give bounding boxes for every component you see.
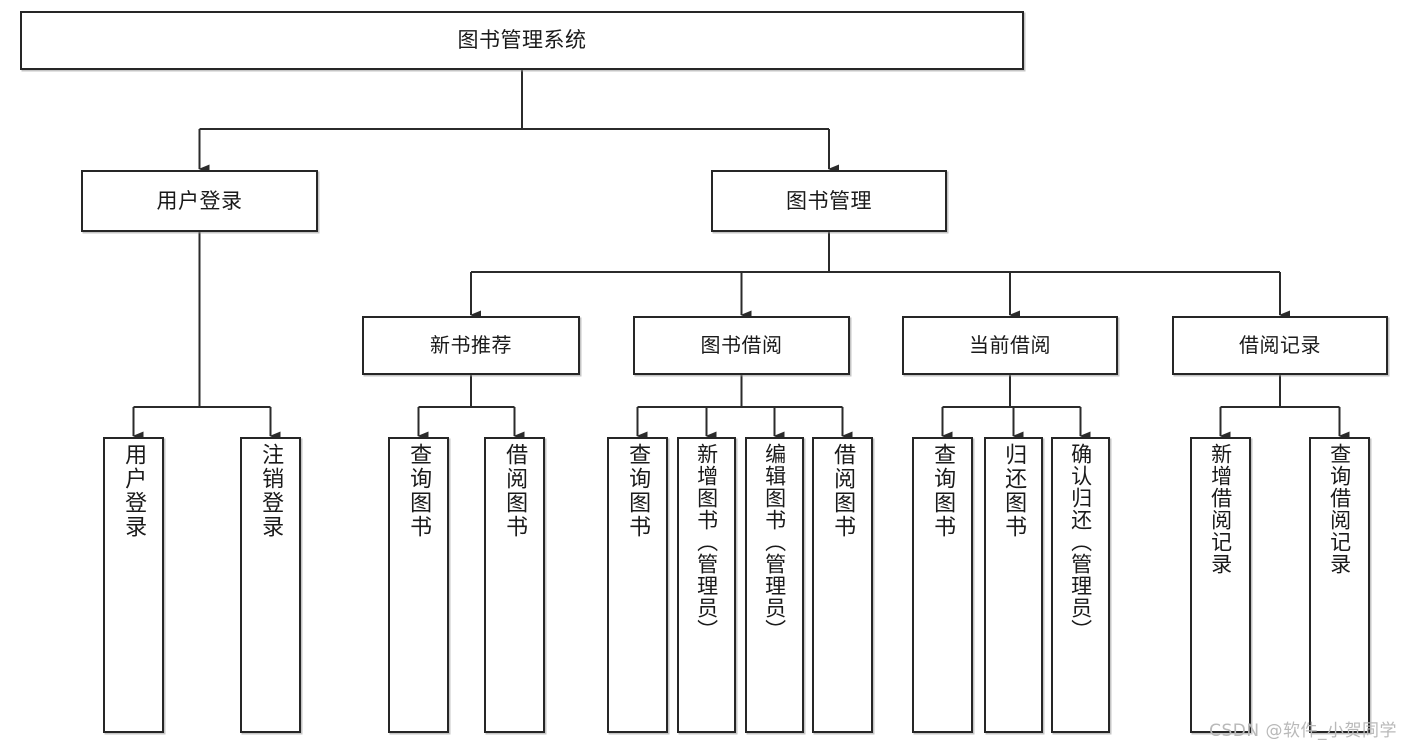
node-label: 图书管理 xyxy=(786,188,872,213)
node-leaf_cur_query[interactable]: 查询图书 xyxy=(912,437,973,733)
node-label: 图书管理系统 xyxy=(457,28,587,53)
node-label: 查询图书 xyxy=(930,443,956,539)
node-leaf_bk_edit[interactable]: 编辑图书（管理员） xyxy=(745,437,804,733)
node-label: 新增图书（管理员） xyxy=(694,443,719,641)
node-leaf_rec_query[interactable]: 查询借阅记录 xyxy=(1309,437,1370,733)
node-leaf_bk_borrow[interactable]: 借阅图书 xyxy=(812,437,873,733)
node-records[interactable]: 借阅记录 xyxy=(1172,316,1388,375)
node-label: 新增借阅记录 xyxy=(1208,443,1233,575)
node-new_books[interactable]: 新书推荐 xyxy=(362,316,580,375)
node-label: 借阅图书 xyxy=(502,443,528,539)
node-root[interactable]: 图书管理系统 xyxy=(20,11,1024,70)
node-label: 图书借阅 xyxy=(700,333,783,357)
node-current[interactable]: 当前借阅 xyxy=(902,316,1118,375)
node-leaf_bk_query[interactable]: 查询图书 xyxy=(607,437,668,733)
node-book_mgmt[interactable]: 图书管理 xyxy=(711,170,947,232)
node-leaf_rec_add[interactable]: 新增借阅记录 xyxy=(1190,437,1251,733)
node-label: 当前借阅 xyxy=(969,333,1051,357)
node-label: 确认归还（管理员） xyxy=(1068,443,1093,641)
node-label: 归还图书 xyxy=(1001,443,1027,539)
node-label: 借阅记录 xyxy=(1239,333,1321,357)
node-borrow[interactable]: 图书借阅 xyxy=(633,316,850,375)
edges-group xyxy=(132,70,1350,441)
node-label: 用户登录 xyxy=(156,188,243,213)
node-leaf_cur_confirm[interactable]: 确认归还（管理员） xyxy=(1051,437,1110,733)
node-label: 新书推荐 xyxy=(430,333,512,357)
node-user_login[interactable]: 用户登录 xyxy=(81,170,318,232)
node-label: 用户登录 xyxy=(121,443,147,539)
node-label: 查询图书 xyxy=(625,443,651,539)
node-label: 查询图书 xyxy=(406,443,432,539)
node-leaf_nb_query[interactable]: 查询图书 xyxy=(388,437,449,733)
node-label: 借阅图书 xyxy=(830,443,856,539)
node-leaf_logout[interactable]: 注销登录 xyxy=(240,437,301,733)
node-leaf_cur_return[interactable]: 归还图书 xyxy=(984,437,1043,733)
node-leaf_bk_add[interactable]: 新增图书（管理员） xyxy=(677,437,736,733)
csdn-watermark: CSDN @软件_小贺同学 xyxy=(1209,721,1397,741)
node-leaf_login[interactable]: 用户登录 xyxy=(103,437,164,733)
node-label: 编辑图书（管理员） xyxy=(762,443,787,641)
node-label: 查询借阅记录 xyxy=(1327,443,1352,575)
node-label: 注销登录 xyxy=(258,443,284,539)
node-leaf_nb_borrow[interactable]: 借阅图书 xyxy=(484,437,545,733)
